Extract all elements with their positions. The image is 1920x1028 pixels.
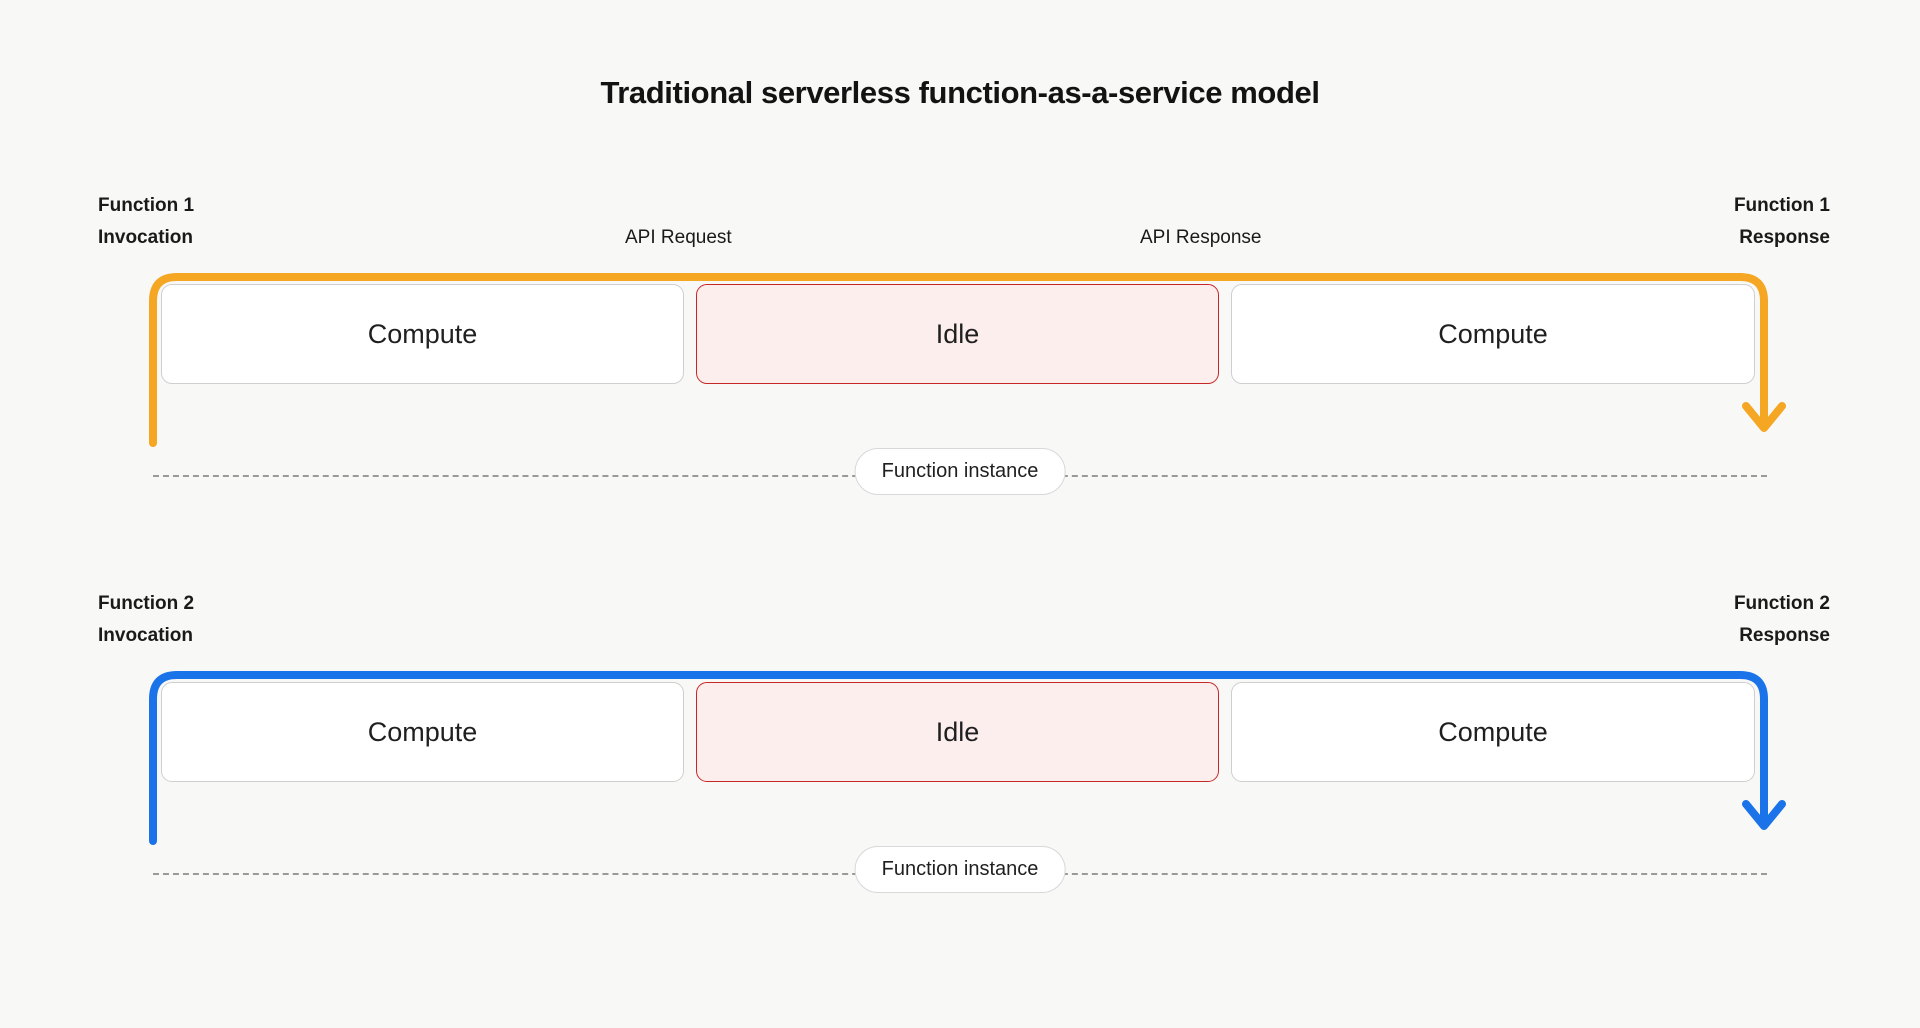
function-2-row: Function 2 Invocation Function 2 Respons… <box>0 588 1920 902</box>
function-2-compute-segment-1: Compute <box>161 682 684 782</box>
function-1-compute-segment-2: Compute <box>1231 284 1755 384</box>
function-1-invocation-label: Function 1 Invocation <box>98 195 195 248</box>
function-1-row: Function 1 Invocation API Request API Re… <box>0 190 1920 504</box>
function-1-instance-pill: Function instance <box>854 448 1066 495</box>
function-1-response-label: Function 1 Response <box>1733 195 1830 248</box>
function-1-track-area: Compute Idle Compute <box>0 268 1920 448</box>
api-request-label: API Request <box>625 227 732 248</box>
function-2-instance-line: Function instance <box>0 846 1920 902</box>
api-response-label: API Response <box>1140 227 1262 248</box>
function-2-response-label: Function 2 Response <box>1733 593 1830 646</box>
function-1-segments: Compute Idle Compute <box>161 284 1755 384</box>
page-title: Traditional serverless function-as-a-ser… <box>600 75 1320 110</box>
function-2-invocation-label: Function 2 Invocation <box>98 593 195 646</box>
function-2-compute-segment-2: Compute <box>1231 682 1755 782</box>
function-1-compute-segment-1: Compute <box>161 284 684 384</box>
function-2-instance-pill: Function instance <box>854 846 1066 893</box>
function-2-track-arrow <box>149 671 1786 845</box>
function-2-idle-segment: Idle <box>696 682 1219 782</box>
function-1-instance-line: Function instance <box>0 448 1920 504</box>
function-2-segments: Compute Idle Compute <box>161 682 1755 782</box>
function-2-labels: Function 2 Invocation Function 2 Respons… <box>0 588 1920 658</box>
function-1-track-arrow <box>149 273 1786 447</box>
function-1-idle-segment: Idle <box>696 284 1219 384</box>
function-1-labels: Function 1 Invocation API Request API Re… <box>0 190 1920 260</box>
function-2-track-area: Compute Idle Compute <box>0 666 1920 846</box>
